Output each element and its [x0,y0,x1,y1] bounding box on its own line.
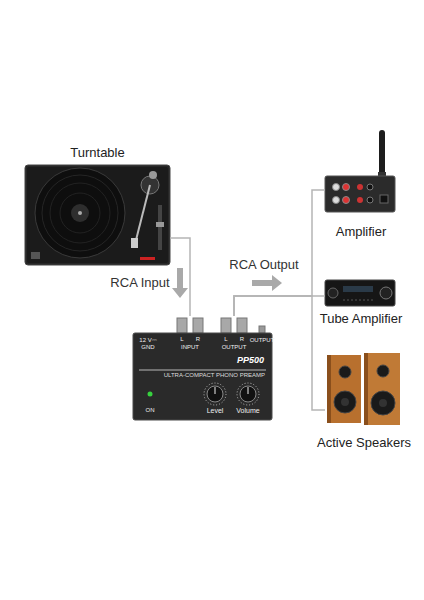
amplifier-node: Amplifier [325,128,397,240]
speakers-node: Active Speakers [325,352,403,452]
node-title: Amplifier [336,225,387,239]
tube-amplifier-node: Tube Amplifier [325,276,397,328]
flow-arrows [172,268,282,298]
led-label: ON [146,407,155,414]
edge-label: RCA Output [229,258,298,272]
preamp-node: PP500ULTRA-COMPACT PHONO PREAMP [133,316,272,420]
node-title: PP500 [237,356,264,366]
port-label: OUTPUT [222,344,247,351]
edge-label: RCA Input [110,276,169,290]
channel-label: R [196,336,200,343]
turntable-illustration [25,165,170,265]
node-title: Active Speakers [317,436,411,450]
turntable-node: Turntable [25,143,170,265]
power-label: 12 V⎓ [139,337,156,344]
amplifier-illustration [325,130,395,212]
knob-label: Level [207,407,224,415]
channel-label: R [240,336,244,343]
node-subtitle: ULTRA-COMPACT PHONO PREAMP [164,372,265,379]
ground-label: GND [141,344,154,351]
preamp-illustration [133,318,272,420]
audio-cable [234,296,325,410]
channel-label: L [180,336,183,343]
port-label: OUTPUT [250,337,275,344]
knob-label: Volume [236,407,259,415]
channel-label: L [224,336,227,343]
speakers-illustration [327,353,400,425]
node-title: Tube Amplifier [320,312,403,326]
tube-amplifier-illustration [325,280,395,306]
node-title: Turntable [70,146,124,160]
port-label: INPUT [181,344,199,351]
audio-cable [170,238,190,316]
